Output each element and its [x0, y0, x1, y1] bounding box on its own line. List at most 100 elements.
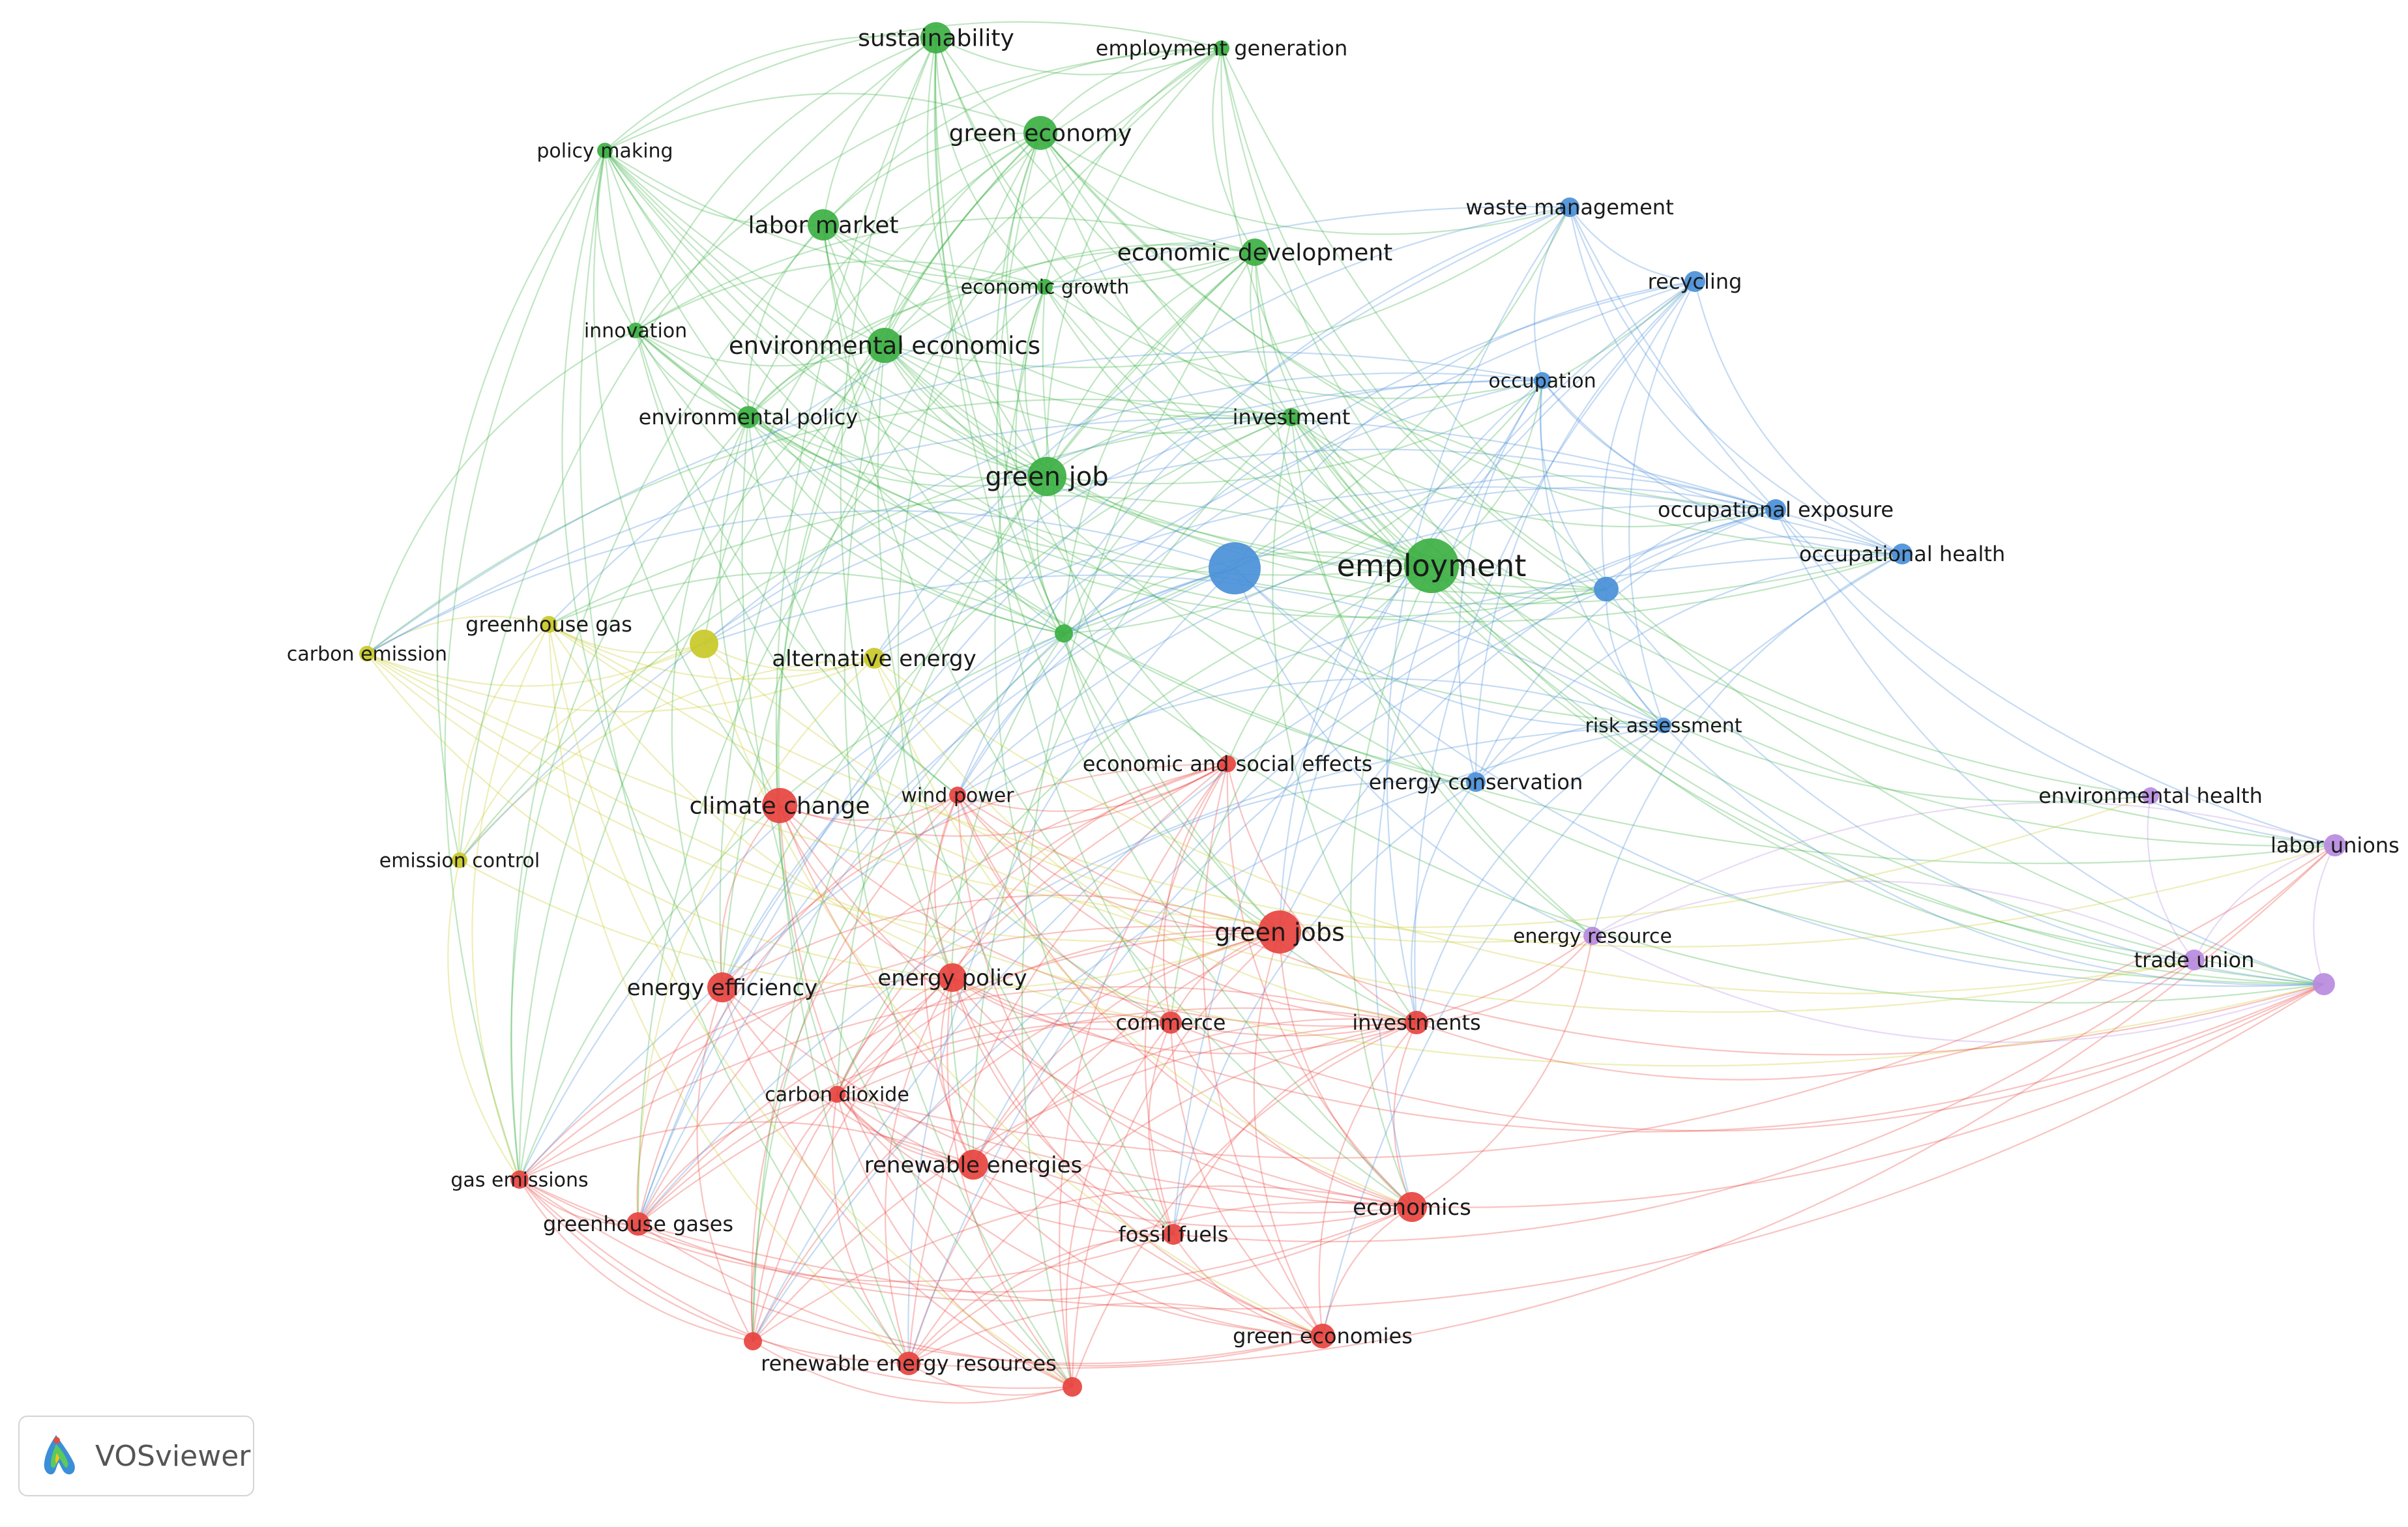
network-node[interactable]: [626, 1212, 650, 1236]
network-edge: [1170, 1022, 1413, 1208]
network-node[interactable]: [1282, 408, 1300, 426]
network-edge: [1172, 281, 1696, 1235]
network-node[interactable]: [2142, 787, 2159, 804]
network-edge: [752, 252, 1255, 1342]
network-node[interactable]: [1160, 1011, 1182, 1034]
network-edge: [1431, 565, 2325, 985]
node-label: economics: [1353, 1195, 1471, 1221]
network-edge: [635, 216, 1255, 331]
node-label: trade union: [2134, 948, 2255, 972]
network-node[interactable]: [1310, 1324, 1335, 1348]
network-node[interactable]: [949, 787, 966, 804]
network-node[interactable]: [737, 406, 759, 428]
network-edge: [747, 416, 958, 796]
node-label: labor unions: [2270, 833, 2400, 858]
network-edge: [1040, 132, 1903, 555]
network-node[interactable]: [808, 209, 839, 240]
network-edge: [952, 779, 1476, 978]
network-node[interactable]: [938, 963, 967, 992]
network-node[interactable]: [1656, 718, 1671, 733]
network-node[interactable]: [1219, 755, 1236, 772]
network-node[interactable]: [540, 616, 557, 633]
network-edge: [908, 1302, 1323, 1364]
network-edge: [1414, 281, 1696, 1023]
network-edge: [519, 1179, 1073, 1389]
network-edge: [1775, 509, 2336, 847]
network-node[interactable]: [1241, 239, 1269, 266]
network-edge: [459, 379, 1543, 861]
network-edge: [940, 977, 974, 1165]
network-edge: [1063, 633, 1280, 933]
network-edge: [1568, 207, 1903, 555]
network-edge: [1170, 935, 1593, 1037]
network-node[interactable]: [1027, 457, 1066, 496]
network-edge: [1290, 416, 1432, 567]
network-node[interactable]: [1892, 544, 1913, 564]
network-node[interactable]: [1397, 1192, 1427, 1222]
network-node[interactable]: [829, 1086, 845, 1103]
network-node[interactable]: [628, 323, 643, 338]
network-edge: [752, 724, 1664, 1342]
network-edge: [436, 150, 606, 861]
network-node[interactable]: [1765, 499, 1786, 520]
network-edge: [459, 416, 1292, 861]
network-node[interactable]: [1209, 542, 1261, 594]
network-edge: [548, 624, 2336, 948]
network-node[interactable]: [1214, 40, 1229, 56]
network-edge: [884, 345, 1292, 434]
network-node[interactable]: [762, 788, 797, 823]
network-edge: [1040, 132, 1776, 511]
network-edge: [775, 37, 937, 1364]
network-node[interactable]: [2324, 834, 2346, 856]
network-node[interactable]: [1560, 197, 1579, 217]
network-edge: [596, 150, 636, 331]
network-edge: [548, 206, 1570, 625]
network-edge: [604, 150, 824, 227]
network-node[interactable]: [864, 648, 885, 669]
network-node[interactable]: [1023, 116, 1057, 150]
network-node[interactable]: [1534, 372, 1551, 389]
network-node[interactable]: [707, 972, 737, 1002]
network-node[interactable]: [597, 143, 613, 158]
network-node[interactable]: [744, 1332, 762, 1350]
network-node[interactable]: [1684, 271, 1705, 292]
network-node[interactable]: [1163, 1224, 1184, 1245]
network-edge: [956, 794, 1413, 1208]
network-node[interactable]: [2184, 950, 2205, 970]
network-node[interactable]: [510, 1171, 529, 1189]
network-edge: [1059, 763, 1228, 1388]
network-node[interactable]: [1037, 279, 1053, 295]
node-label: economic and social effects: [1083, 751, 1373, 776]
network-edge: [604, 150, 1048, 478]
network-edge: [957, 567, 1235, 796]
network-node[interactable]: [359, 646, 375, 662]
network-edge: [747, 132, 1041, 418]
network-edge: [1040, 132, 2325, 985]
network-edge: [836, 564, 1432, 1095]
network-node[interactable]: [1594, 577, 1619, 602]
network-edge: [1278, 931, 1413, 1208]
network-edge: [1039, 132, 1432, 567]
network-node[interactable]: [1063, 1377, 1082, 1397]
network-edge: [1569, 207, 1696, 283]
network-node[interactable]: [1055, 624, 1073, 643]
network-node[interactable]: [867, 328, 902, 363]
network-node[interactable]: [1404, 538, 1459, 593]
network-node[interactable]: [1258, 910, 1301, 953]
network-node[interactable]: [2313, 973, 2335, 995]
network-edge: [1173, 1234, 1323, 1337]
network-node[interactable]: [690, 630, 718, 658]
network-node[interactable]: [1405, 1011, 1428, 1034]
network-node[interactable]: [1466, 772, 1486, 792]
network-edge: [703, 643, 1323, 1337]
network-edge: [748, 416, 1065, 635]
node-label: renewable energy resources: [761, 1351, 1057, 1376]
network-node[interactable]: [452, 852, 467, 868]
network-node[interactable]: [897, 1352, 920, 1375]
network-edge: [1592, 880, 2195, 961]
network-edge: [519, 567, 1235, 1180]
network-node[interactable]: [958, 1150, 988, 1180]
network-edge: [884, 207, 1570, 368]
network-node[interactable]: [1583, 927, 1602, 945]
network-node[interactable]: [920, 22, 952, 53]
